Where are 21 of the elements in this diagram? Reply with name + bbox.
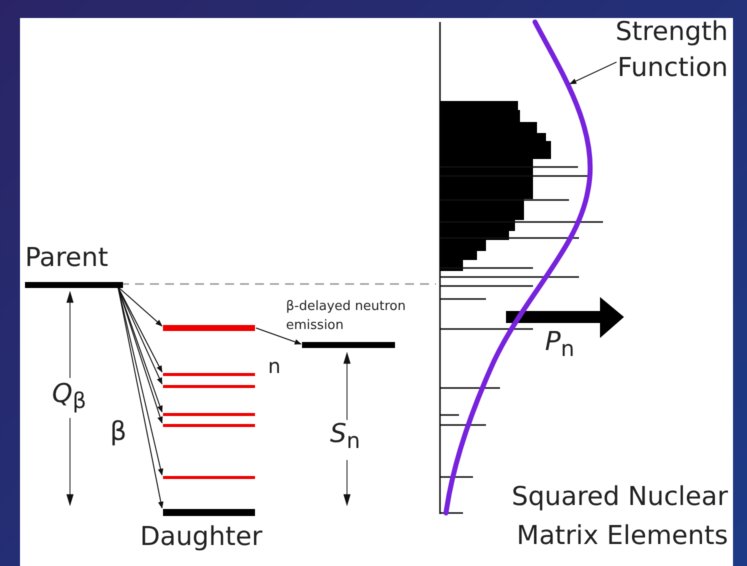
axis-label: Squared Nuclear Matrix Elements <box>510 481 728 553</box>
quantity-label: S$_{n}$ <box>330 420 360 456</box>
energy-level-bar <box>163 325 255 331</box>
arrow <box>118 286 164 476</box>
energy-level-bar <box>163 385 255 388</box>
arrow <box>118 286 164 509</box>
energy-level-bar <box>302 342 395 348</box>
quantity-label: P$_{n}$ <box>545 328 574 364</box>
energy-level-bar <box>163 424 255 427</box>
leader-line <box>569 62 618 84</box>
arrow <box>118 286 163 326</box>
quantity-label: β <box>110 418 127 448</box>
level-label: Parent <box>25 244 108 274</box>
quantity-label: Q$_{β}$ <box>52 380 86 416</box>
energy-level-bar <box>163 413 255 416</box>
annotation-text: Strength Function <box>616 14 728 87</box>
energy-level-bar <box>163 476 255 479</box>
energy-level-bar <box>163 373 255 376</box>
level-label: Daughter <box>140 523 262 553</box>
arrow <box>256 328 302 345</box>
level-label: n <box>268 355 281 378</box>
